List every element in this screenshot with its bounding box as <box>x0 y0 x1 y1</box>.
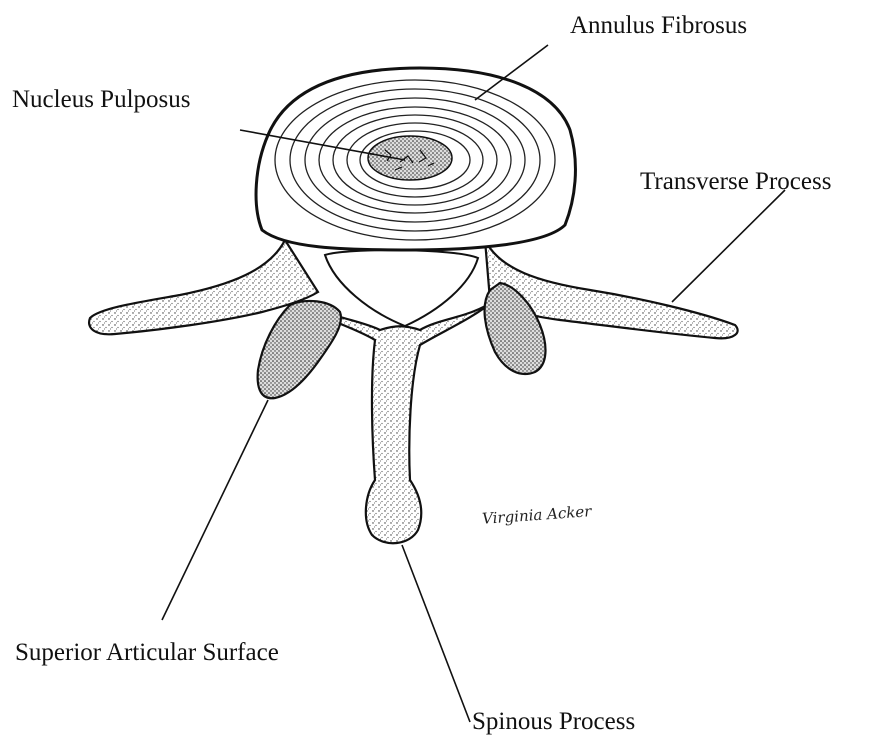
intervertebral-disc <box>256 68 575 250</box>
label-nucleus-pulposus: Nucleus Pulposus <box>12 87 190 112</box>
leader-superior <box>162 400 268 620</box>
vertebral-foramen <box>325 250 478 326</box>
label-annulus-fibrosus: Annulus Fibrosus <box>570 13 747 38</box>
label-transverse-process: Transverse Process <box>640 169 831 194</box>
label-superior-articular-surface: Superior Articular Surface <box>15 640 279 665</box>
label-spinous-process: Spinous Process <box>472 709 635 734</box>
left-articular-process <box>258 301 341 398</box>
leader-spinous <box>402 545 470 722</box>
leader-transverse <box>672 190 785 302</box>
